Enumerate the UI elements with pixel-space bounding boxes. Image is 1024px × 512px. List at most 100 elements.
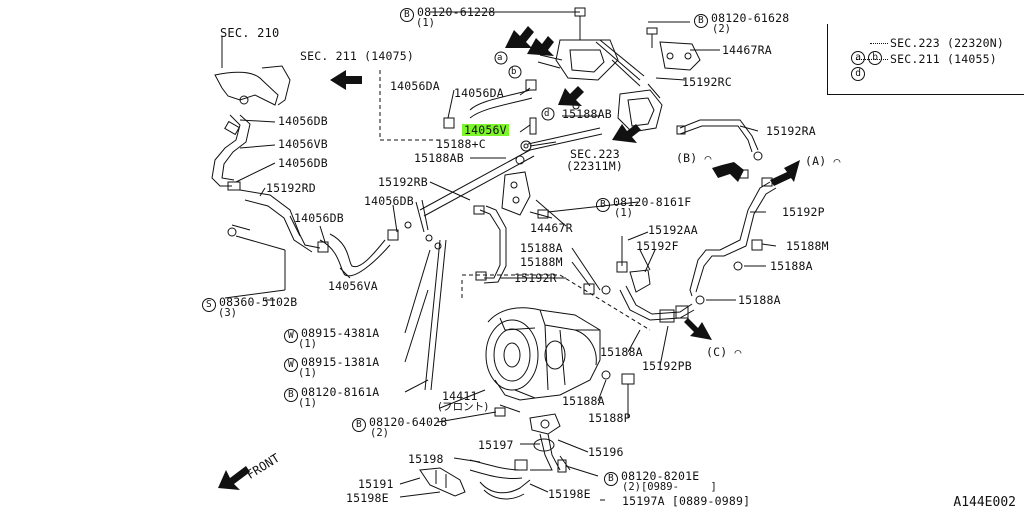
part-15192rc: 15192RC <box>682 75 732 89</box>
part-15192aa: 15192AA <box>648 223 698 237</box>
marker-d-near-pipe: d <box>544 109 550 119</box>
turbo-dashed-outline <box>462 274 651 331</box>
legend-dotted-leader-1 <box>870 37 888 44</box>
part-15188ab-1: 15188AB <box>562 107 612 121</box>
ref-arrow-c: (C) ⌒ <box>706 345 742 359</box>
part-markers <box>494 51 555 121</box>
part-15192f: 15192F <box>636 239 679 253</box>
pipe-15192pb <box>619 289 695 321</box>
part-15188a-3: 15188A <box>738 293 781 307</box>
part-14411-sub: (フロント) <box>438 401 489 413</box>
part-14056v-highlighted: 14056V <box>462 123 509 137</box>
sec223-sub-label: (22311M) <box>566 159 623 173</box>
part-15188m-1: 15188M <box>520 255 563 269</box>
part-15188a-5: 15188A <box>562 394 605 408</box>
part-15192ra: 15192RA <box>766 124 816 138</box>
bracket-15192rd <box>239 189 321 249</box>
qty-08120-61228: (1) <box>416 17 435 29</box>
part-15188m-2: 15188M <box>786 239 829 253</box>
sec210-label: SEC. 210 <box>220 26 280 40</box>
part-14056da-2: 14056DA <box>454 86 504 100</box>
part-14056db-2: 14056DB <box>278 156 328 170</box>
part-15197: 15197 <box>478 438 514 452</box>
legend-ref-1: SEC.223 (22320N) <box>890 36 1004 50</box>
part-15188p: 15188P <box>588 411 631 425</box>
part-15198: 15198 <box>408 452 444 466</box>
sec211-label: SEC. 211 (14075) <box>300 49 414 63</box>
valve-15192rc <box>617 89 663 133</box>
legend-marker-b: b <box>868 51 883 65</box>
turbocharger-14411 <box>485 307 601 401</box>
bracket-14467ra <box>659 41 701 71</box>
part-15192r: 15192R <box>514 271 557 285</box>
part-14056vb: 14056VB <box>278 137 328 151</box>
marker-a-near-pipe: a <box>497 53 503 63</box>
qty-08120-61628: (2) <box>712 23 731 35</box>
part-15192rd: 15192RD <box>266 181 316 195</box>
fitting-15191 <box>419 467 466 497</box>
part-14056db-3: 14056DB <box>364 194 414 208</box>
legend-row-2: d <box>837 53 868 81</box>
part-15188a-4: 15188A <box>600 345 643 359</box>
part-14056va: 14056VA <box>328 279 378 293</box>
sec211-dashed-leader <box>379 70 440 141</box>
marker-b-near-pipe: b <box>511 67 517 77</box>
qty-08915-1381a: (1) <box>298 367 317 379</box>
part-15198e-1: 15198E <box>346 491 389 505</box>
pipe-15192rb <box>419 149 531 211</box>
part-14056db-1: 14056DB <box>278 114 328 128</box>
qty-08360-5102b: (3) <box>218 307 237 319</box>
legend-box <box>827 24 1024 95</box>
pipe-15192p <box>689 181 771 297</box>
legend-dotted-leader-2 <box>856 53 888 60</box>
ref-arrow-a: (A) ⌒ <box>805 154 841 168</box>
part-15192p: 15192P <box>782 205 825 219</box>
upper-left-pipe <box>214 71 279 106</box>
part-15198e-2: 15198E <box>548 487 591 501</box>
direction-arrows <box>218 26 800 490</box>
part-15188ab-2: 15188AB <box>414 151 464 165</box>
pipe-15192ra <box>679 119 759 151</box>
part-15197a: 15197A [0889-0989] <box>622 494 751 508</box>
qty-08915-4381a: (1) <box>298 338 317 350</box>
diagram-id: A144E002 <box>953 495 1016 510</box>
ref-arrow-b: (B) ⌒ <box>676 151 712 165</box>
part-15192pb: 15192PB <box>642 359 692 373</box>
part-15188c: 15188+C <box>436 137 486 151</box>
part-14411: 14411 <box>442 389 478 403</box>
leader-lines <box>221 11 777 501</box>
part-15192rb: 15192RB <box>378 175 428 189</box>
legend-marker-a: a <box>851 51 866 65</box>
part-15188a-1: 15188A <box>520 241 563 255</box>
part-15191: 15191 <box>358 477 394 491</box>
gasket-15196 <box>529 413 561 435</box>
hose-14056va <box>319 239 391 277</box>
fitting-15188m <box>751 239 763 251</box>
bracket-14467r <box>501 171 531 216</box>
qty-08120-8161a: (1) <box>298 397 317 409</box>
legend-marker-d: d <box>851 67 866 81</box>
legend-ref-2: SEC.211 (14055) <box>890 52 997 66</box>
part-15188a-2: 15188A <box>770 259 813 273</box>
part-14467r: 14467R <box>530 221 573 235</box>
sec223-label: SEC.223 <box>570 147 620 161</box>
qty-08120-8161f: (1) <box>614 207 633 219</box>
part-15196: 15196 <box>588 445 624 459</box>
part-14056da-1: 14056DA <box>390 79 440 93</box>
qty-08120-8201e: (2)[0989- ] <box>622 481 717 493</box>
part-14056db-4: 14056DB <box>294 211 344 225</box>
pipe-15192r <box>479 209 501 279</box>
qty-08120-64028: (2) <box>370 427 389 439</box>
